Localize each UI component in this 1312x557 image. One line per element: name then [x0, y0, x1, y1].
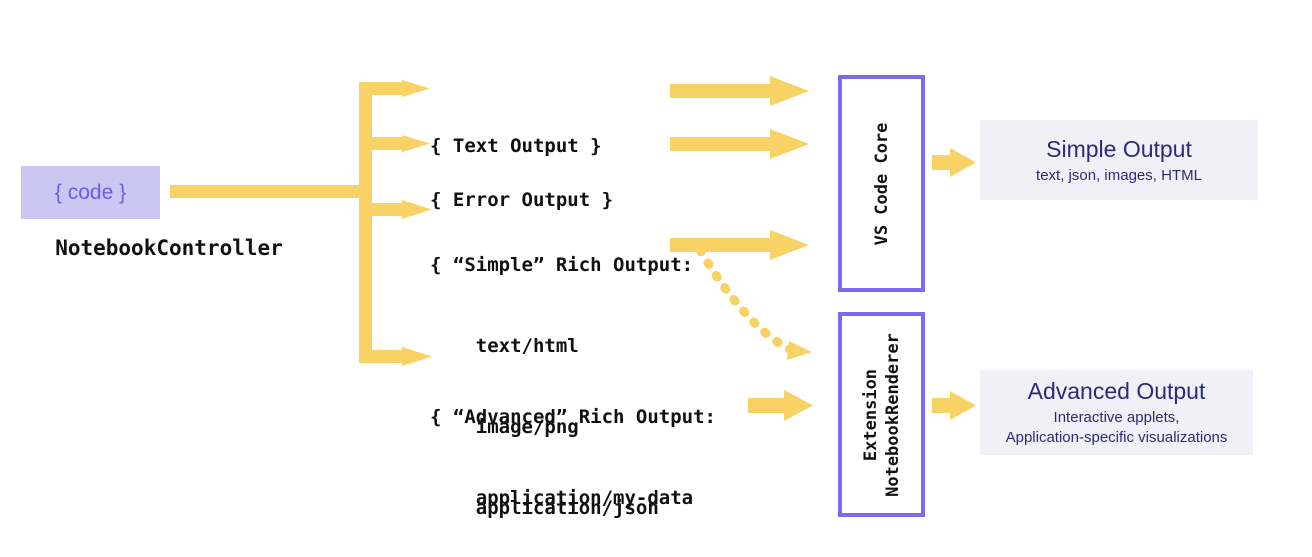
connector-code-to-branch — [170, 82, 372, 362]
connector-simple-rich-to-renderer — [695, 245, 812, 360]
output-line: { “Advanced” Rich Output: — [430, 406, 716, 428]
connector-error-output-to-core — [670, 129, 809, 159]
output-simple-rich-label: { “Simple” Rich Output: text/html image/… — [430, 198, 693, 557]
output-error-output-label: { Error Output } — [430, 133, 613, 268]
output-line: image/png — [430, 416, 579, 438]
output-line: text/html — [430, 335, 579, 357]
extension-notebook-renderer-box: Extension NotebookRenderer — [838, 312, 925, 517]
vs-code-core-box: VS Code Core — [838, 75, 925, 292]
output-line: application/json — [430, 497, 659, 519]
advanced-output-title: Advanced Output — [1027, 378, 1206, 404]
connector-text-output-to-core — [670, 76, 809, 106]
output-text-output-label: { Text Output } — [430, 79, 602, 214]
connector-core-to-simple-panel — [932, 148, 976, 177]
simple-output-subtitle: text, json, images, HTML — [1036, 166, 1202, 184]
output-line: { Text Output } — [430, 135, 602, 157]
vs-code-core-label: VS Code Core — [871, 122, 892, 245]
renderer-line-1: Extension — [860, 368, 881, 461]
output-line: { “Simple” Rich Output: — [430, 254, 694, 276]
code-box-label: { code } — [54, 180, 127, 204]
extension-notebook-renderer-label: Extension NotebookRenderer — [860, 333, 904, 497]
connector-branch-to-advanced-rich — [359, 347, 432, 366]
connector-branch-to-simple-rich — [359, 200, 432, 219]
connector-branch-to-error-output — [359, 135, 430, 152]
connector-branch-to-text-output — [359, 80, 430, 97]
connector-renderer-to-advanced-panel — [932, 391, 976, 420]
code-box: { code } — [21, 166, 160, 219]
simple-output-title: Simple Output — [1046, 135, 1192, 162]
output-line: application/my-data — [430, 487, 694, 509]
output-advanced-rich-label: { “Advanced” Rich Output: application/my… — [430, 350, 716, 557]
advanced-output-panel: Advanced Output Interactive applets, App… — [980, 370, 1253, 455]
output-line: { Error Output } — [430, 189, 614, 211]
notebook-controller-label: NotebookController — [55, 236, 283, 260]
connector-advanced-rich-to-renderer — [748, 390, 813, 421]
simple-output-panel: Simple Output text, json, images, HTML — [980, 120, 1258, 200]
advanced-output-subtitle: Interactive applets, Application-specifi… — [1005, 409, 1228, 446]
renderer-line-2: NotebookRenderer — [882, 332, 903, 497]
